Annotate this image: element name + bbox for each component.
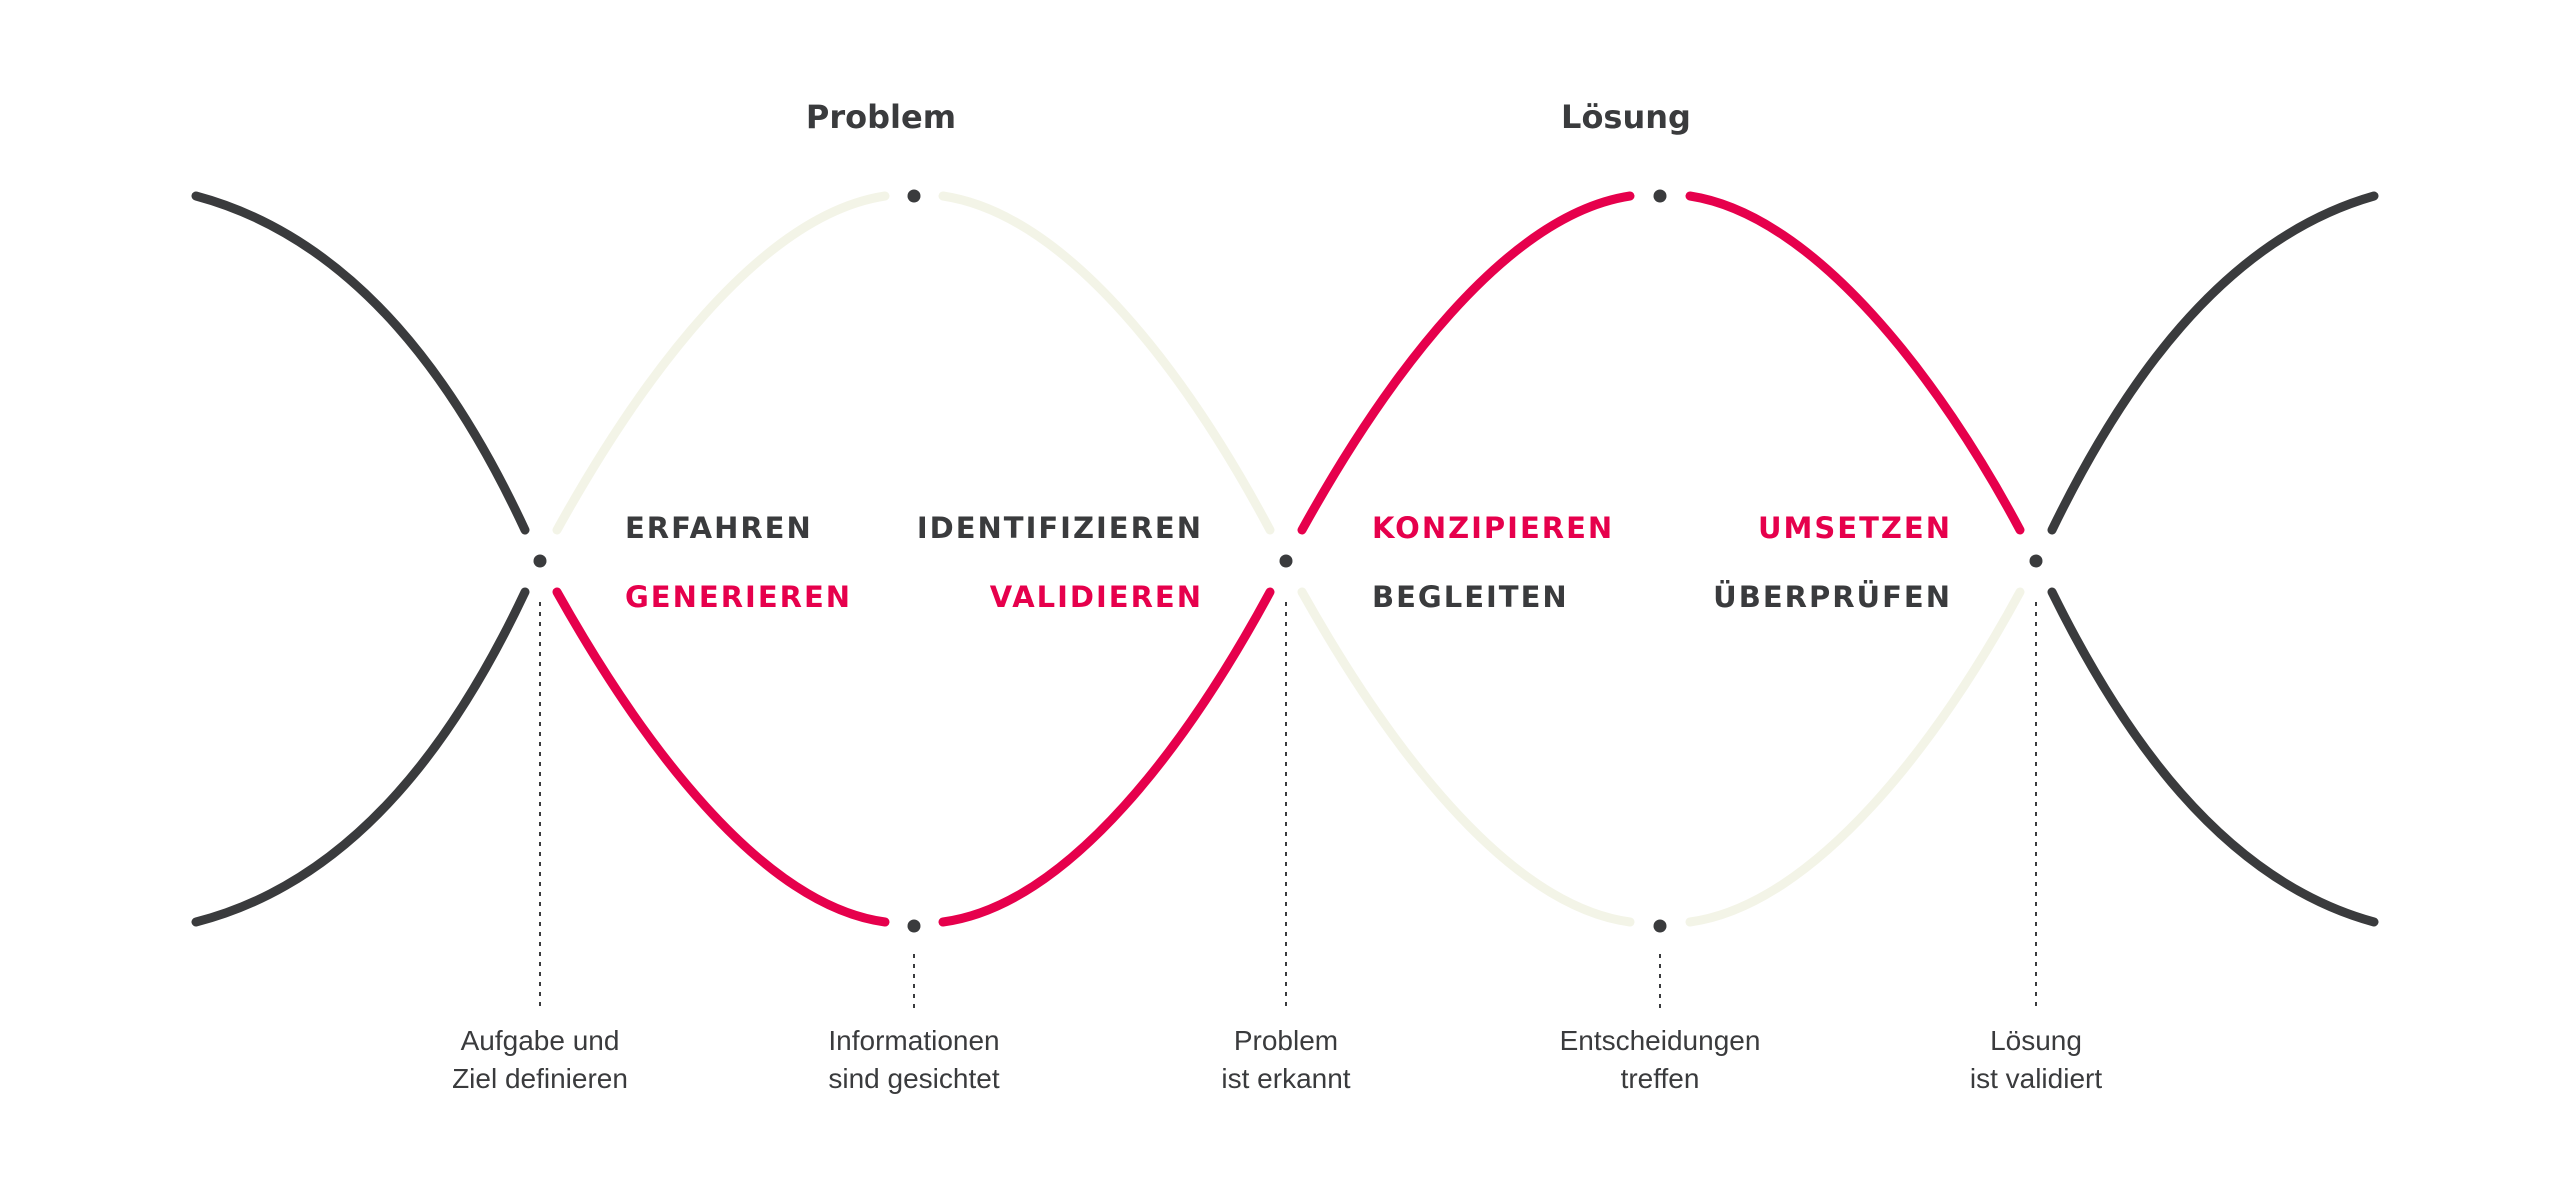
milestone-4-line-1: Entscheidungen [1560,1025,1761,1056]
curve-problem-lower-right [938,587,1275,927]
node-problem-top [907,189,921,203]
node-left-center [533,554,547,568]
phase-ueberpruefen: ÜBERPRÜFEN [1713,580,1952,614]
phase-generieren: GENERIEREN [625,580,852,614]
curve-left-lower [191,587,530,927]
milestone-2-line-1: Informationen [828,1025,999,1056]
node-right-center [2029,554,2043,568]
curve-problem-upper-right [938,191,1275,535]
phase-erfahren: ERFAHREN [625,511,813,545]
node-middle-center [1279,554,1293,568]
curve-left-upper [191,191,530,535]
milestone-4-line-2: treffen [1621,1063,1700,1094]
milestone-5-line-1: Lösung [1990,1025,2082,1056]
node-problem-bottom [907,919,921,933]
heading-problem: Problem [806,98,956,136]
phase-validieren: VALIDIEREN [990,580,1203,614]
curve-right-lower [2047,587,2379,927]
node-solution-bottom [1653,919,1667,933]
curve-solution-upper-right [1685,191,2025,535]
milestone-3-line-2: ist erkannt [1221,1063,1350,1094]
milestone-1-line-2: Ziel definieren [452,1063,628,1094]
phase-identifizieren: IDENTIFIZIEREN [917,511,1203,545]
phase-konzipieren: KONZIPIEREN [1372,511,1614,545]
curve-solution-upper-left [1297,191,1635,535]
milestone-2-line-2: sind gesichtet [828,1063,999,1094]
milestone-5-line-2: ist validiert [1970,1063,2102,1094]
phase-umsetzen: UMSETZEN [1758,511,1952,545]
curve-problem-lower-left [552,587,890,927]
phase-begleiten: BEGLEITEN [1372,580,1569,614]
curve-solution-lower-right [1685,587,2025,927]
heading-solution: Lösung [1561,98,1691,136]
curve-right-upper [2047,191,2379,535]
milestone-3-line-1: Problem [1234,1025,1338,1056]
node-solution-top [1653,189,1667,203]
milestone-1-line-1: Aufgabe und [461,1025,620,1056]
curve-solution-lower-left [1297,587,1635,927]
curve-problem-upper-left [552,191,890,535]
